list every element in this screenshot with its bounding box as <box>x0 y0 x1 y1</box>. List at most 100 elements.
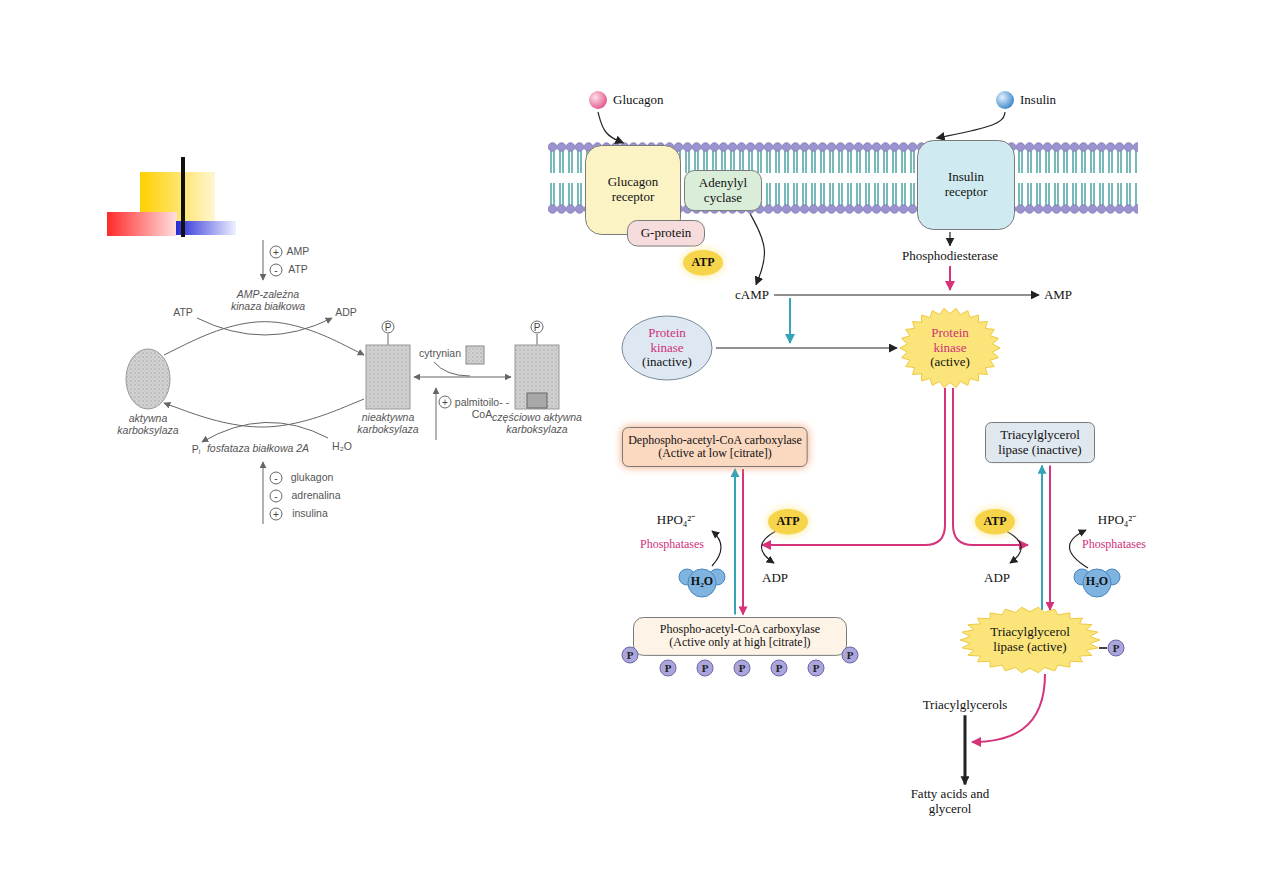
node-text: nieaktywna karboksylaza <box>349 412 427 436</box>
annotation: palmitoilo- -CoA <box>453 397 511 421</box>
enzyme-shape <box>515 345 559 409</box>
hormone: Glucagon <box>589 90 666 110</box>
node-text: Protein kinase <box>636 326 698 355</box>
enzyme-shape <box>366 345 410 409</box>
water-molecule: H₂O <box>679 567 725 597</box>
phosphate-tag: P <box>734 660 751 677</box>
box-outline <box>628 220 705 246</box>
node-text: cAMP <box>735 288 769 303</box>
node-label-group: nieaktywna karboksylaza <box>349 412 427 436</box>
sign-symbol: - <box>270 264 283 277</box>
annotation: insulina <box>292 508 328 520</box>
connector <box>734 469 736 615</box>
annotation: ADP <box>335 307 357 319</box>
sign-symbol: P <box>531 321 544 334</box>
art-stroke <box>949 266 951 290</box>
sign-symbol: - <box>270 472 283 485</box>
connector <box>750 214 764 285</box>
box-outline <box>685 171 762 211</box>
water-atoms <box>1074 569 1120 597</box>
phosphate-tag: P <box>842 647 859 664</box>
sign-symbol: + <box>270 246 283 259</box>
connector <box>1049 466 1051 610</box>
art-stroke <box>436 388 437 440</box>
phosphate-tag: P <box>771 660 788 677</box>
art-stroke <box>263 462 264 524</box>
process-box: Triacylglycerol lipase (inactive) <box>985 422 1095 463</box>
node-label-group: Phospho-acetyl-CoA carboxylase(Active on… <box>660 623 820 650</box>
art-stroke <box>181 157 185 237</box>
node-label-group: Phosphodiesterase <box>902 249 998 264</box>
node-label-group: częściowo aktywna karboksylaza <box>487 412 587 436</box>
molecule-label: HPO₄²⁻ <box>657 513 695 528</box>
connector <box>164 399 364 427</box>
metabolite: Triacylglycerols <box>921 697 1010 714</box>
annotation: ATP <box>173 307 193 319</box>
art-stroke <box>712 531 721 566</box>
box-outline <box>986 423 1095 463</box>
sign-symbol: + <box>270 508 283 521</box>
art-stroke <box>537 334 538 345</box>
box-outline <box>918 141 1015 230</box>
phosphate-tag: P <box>622 647 639 664</box>
node-text: H₂O <box>691 575 713 588</box>
right-pathway-arrows <box>712 266 1107 742</box>
node-text: Insulin <box>1020 93 1056 108</box>
annotation: ATP <box>288 264 308 276</box>
annotation: Pᵢ <box>192 444 201 456</box>
blob-outline <box>683 250 723 275</box>
slide-decoration <box>107 157 236 237</box>
starburst-outline <box>960 607 1100 673</box>
connector <box>1041 466 1043 610</box>
node-text: częściowo aktywna karboksylaza <box>487 412 587 436</box>
node-label-group: H₂O <box>691 575 713 588</box>
node-label-group: AMP <box>1044 288 1072 303</box>
enzyme-shape <box>126 349 170 409</box>
node-label-group: ATP <box>983 515 1006 528</box>
connector <box>963 715 966 784</box>
annotation: adrenalina <box>291 490 340 502</box>
water-molecule: H₂O <box>1074 567 1120 597</box>
active-starburst: Triacylglycerol lipase (active) <box>960 607 1100 673</box>
kinase-ellipse: Protein kinase(inactive) <box>621 315 713 381</box>
node-label-group: G-protein <box>641 226 692 241</box>
ellipse-outline <box>622 316 712 380</box>
node-label-group: ATP <box>691 256 714 269</box>
node-label-group: ATP <box>776 515 799 528</box>
node-label-group: aktywna karboksylaza <box>110 413 186 437</box>
node-text: Dephospho-acetyl-CoA carboxylase <box>628 434 802 447</box>
process-box: Insulin receptor <box>917 140 1015 230</box>
atp-blob: ATP <box>768 509 808 534</box>
connector <box>164 322 364 355</box>
connector <box>949 232 950 246</box>
art-stroke <box>953 388 1028 545</box>
sign-symbol: + <box>439 396 452 409</box>
sign-symbol: - <box>270 490 283 503</box>
hormone: Insulin <box>996 90 1058 110</box>
node-text: Fatty acids and glycerol <box>900 787 1000 816</box>
node-text: (Active only at high [citrate]) <box>660 636 820 649</box>
process-box: Dephospho-acetyl-CoA carboxylase(Active … <box>622 427 808 467</box>
node-text: Triacylglycerol lipase (active) <box>980 625 1080 654</box>
box-outline <box>634 617 847 655</box>
node-text: Adenylyl cyclase <box>690 176 756 205</box>
node-label-group: Glucagon receptor <box>593 175 673 204</box>
art-stroke <box>434 362 470 376</box>
metabolite: Phosphodiesterase <box>900 248 1000 265</box>
node-text: (Active at low [citrate]) <box>628 447 802 460</box>
node-label-group: cAMP <box>735 288 769 303</box>
atp-blob: ATP <box>975 509 1015 534</box>
enzyme-label: Phosphatases <box>640 538 704 551</box>
art-stroke <box>1099 647 1107 649</box>
art-stroke <box>789 298 791 343</box>
node-text: ATP <box>983 515 1006 528</box>
phosphate-tag: P <box>1108 640 1125 657</box>
connector <box>937 112 1005 138</box>
art-stroke <box>107 212 177 236</box>
art-stroke <box>202 422 328 442</box>
hormone-ball <box>996 91 1014 109</box>
atom <box>688 569 716 597</box>
atom <box>1083 569 1111 597</box>
node-text: Glucagon <box>613 93 664 108</box>
